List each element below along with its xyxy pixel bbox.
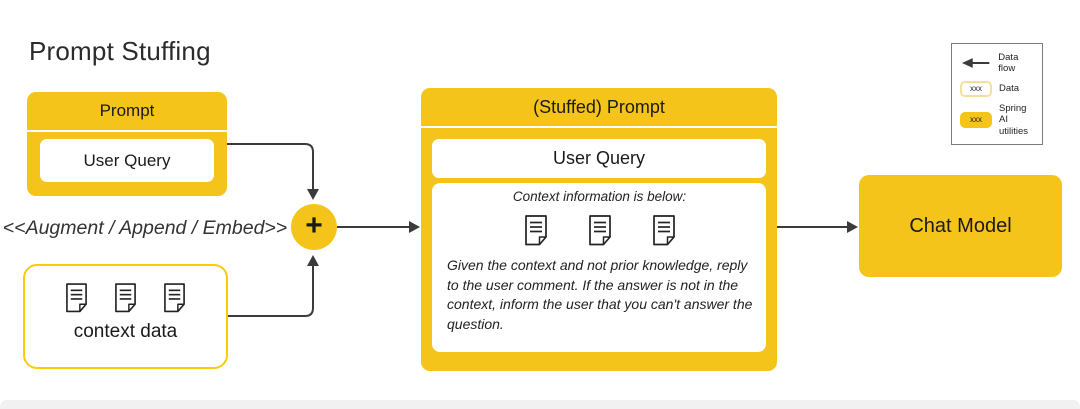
legend-spring-label: Spring AI utilities	[999, 102, 1029, 137]
context-data-label: context data	[73, 321, 178, 342]
data-flow-arrow-icon	[961, 58, 990, 69]
context-information-header: Context information is below:	[512, 189, 687, 204]
legend-row-data-flow: Data flow	[960, 52, 1037, 75]
context-data-node: context data	[23, 264, 228, 369]
page-title: Prompt Stuffing	[29, 36, 211, 66]
document-icon	[652, 215, 675, 246]
legend-data-flow-label: Data flow	[998, 52, 1019, 75]
document-icon	[588, 215, 611, 246]
legend-data-label: Data	[999, 83, 1020, 95]
chat-model-node: Chat Model	[859, 175, 1062, 277]
document-icon	[115, 283, 136, 313]
stuffed-context-box: Context information is below:	[432, 183, 766, 352]
augment-append-embed-label: <<Augment / Append / Embed>>	[2, 217, 288, 239]
legend: Data flow xxx Data xxx Spring AI utiliti…	[951, 43, 1043, 145]
prompt-node-title: Prompt	[27, 92, 227, 132]
stuffed-prompt-title: (Stuffed) Prompt	[421, 88, 777, 128]
data-chip: xxx	[960, 80, 992, 97]
context-instruction-text: Given the context and not prior knowledg…	[447, 257, 753, 332]
user-query-box: User Query	[40, 139, 214, 182]
stuffed-user-query-box: User Query	[432, 139, 766, 178]
spring-ai-chip: xxx	[960, 111, 992, 128]
bottom-scrollbar[interactable]	[0, 400, 1080, 409]
stuffed-context-icons	[447, 213, 752, 248]
legend-row-data: xxx Data	[960, 80, 1037, 97]
merge-plus-node: +	[291, 204, 337, 250]
document-icon	[66, 283, 87, 313]
document-icon	[164, 283, 185, 313]
legend-row-spring: xxx Spring AI utilities	[960, 103, 1037, 137]
document-icon	[524, 215, 547, 246]
context-data-icons	[65, 281, 186, 315]
